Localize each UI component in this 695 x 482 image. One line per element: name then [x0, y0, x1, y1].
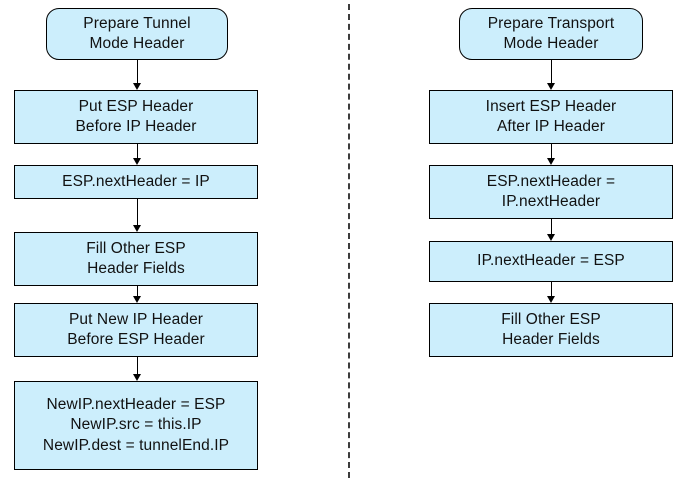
node-label: Insert ESP Header After IP Header — [485, 97, 617, 135]
node-put-esp-header-before-ip-header: Put ESP Header Before IP Header — [14, 90, 258, 144]
vertical-dashed-divider — [348, 4, 350, 478]
node-insert-esp-header-after-ip-header: Insert ESP Header After IP Header — [429, 90, 673, 144]
node-label: Put New IP Header Before ESP Header — [67, 310, 205, 348]
node-label: Fill Other ESP Header Fields — [501, 310, 601, 348]
node-label: Put ESP Header Before IP Header — [75, 97, 197, 135]
node-fill-other-esp-header-fields-transport: Fill Other ESP Header Fields — [429, 303, 673, 357]
node-newip-assignments: NewIP.nextHeader = ESP NewIP.src = this.… — [14, 381, 258, 470]
node-esp-nextheader-equals-ip: ESP.nextHeader = IP — [14, 165, 258, 199]
node-put-new-ip-header-before-esp-header: Put New IP Header Before ESP Header — [14, 303, 258, 357]
node-label: ESP.nextHeader = IP.nextHeader — [486, 172, 616, 210]
node-label: ESP.nextHeader = IP — [62, 172, 210, 190]
node-label: IP.nextHeader = ESP — [477, 252, 625, 270]
node-label: Prepare Tunnel Mode Header — [83, 14, 191, 52]
node-label: Fill Other ESP Header Fields — [86, 239, 186, 277]
node-ip-nextheader-equals-esp: IP.nextHeader = ESP — [429, 241, 673, 282]
node-fill-other-esp-header-fields-tunnel: Fill Other ESP Header Fields — [14, 232, 258, 286]
node-esp-nextheader-equals-ip-nextheader: ESP.nextHeader = IP.nextHeader — [429, 165, 673, 219]
node-prepare-tunnel-mode-header: Prepare Tunnel Mode Header — [46, 8, 228, 60]
node-label: NewIP.nextHeader = ESP NewIP.src = this.… — [42, 396, 230, 454]
node-label: Prepare Transport Mode Header — [487, 14, 615, 52]
node-prepare-transport-mode-header: Prepare Transport Mode Header — [459, 8, 643, 60]
